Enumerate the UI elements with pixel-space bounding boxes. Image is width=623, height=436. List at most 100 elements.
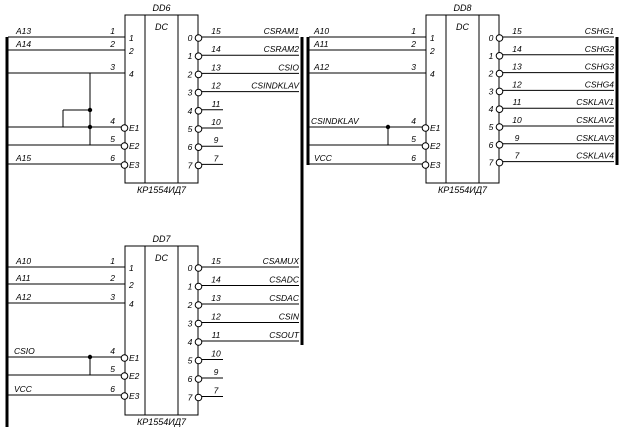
dd7-output-signal: CSOUT <box>269 330 300 340</box>
dd6-output-label: 7 <box>188 160 193 170</box>
inversion-bubble <box>495 87 504 96</box>
dd7-input-pin: 6 <box>110 384 115 394</box>
junction-dot <box>87 107 93 113</box>
dd6-output-pin: 7 <box>214 153 219 163</box>
inversion-bubble <box>194 34 203 42</box>
dd6-input-pin: 3 <box>110 62 115 72</box>
dd7-output-label: 4 <box>188 337 193 347</box>
dd7-output-signal: CSAMUX <box>263 256 300 266</box>
dd8-output-signal: CSHG1 <box>585 26 615 36</box>
dd7-output-label: 5 <box>188 356 193 366</box>
chip-dd8: DD8DCКР1554ИД711A1022A1134A124E1CSINDKLA… <box>309 3 614 195</box>
dd6-output-signal: CSRAM2 <box>264 44 300 54</box>
dd7-input-label: 1 <box>129 263 134 273</box>
dd6-input-pin: 5 <box>110 134 115 144</box>
dd6-input-label: 2 <box>128 46 134 56</box>
inversion-bubble <box>194 338 203 346</box>
dd8-input-label: 1 <box>430 33 435 43</box>
dd7-output-label: 7 <box>188 393 193 403</box>
dd6-input-signal: A13 <box>15 26 31 36</box>
extra-wiring <box>53 72 404 376</box>
chip-dd7: DD7DCКР1554ИД711A1022A1134A124E1CSIO5E26… <box>8 234 300 427</box>
inversion-bubble <box>120 161 129 169</box>
dd8-output-label: 0 <box>489 33 494 43</box>
dd7-output-signal: CSDAC <box>269 293 300 303</box>
dd8-output-signal: CSKLAV4 <box>576 151 614 161</box>
dd7-input-pin: 4 <box>110 346 115 356</box>
dd8-input-pin: 2 <box>410 39 416 49</box>
dd8-output-pin: 15 <box>512 26 522 36</box>
dd6-input-pin: 1 <box>110 26 115 36</box>
dd7-input-pin: 2 <box>109 273 115 283</box>
dd7-input-label: E3 <box>129 391 140 401</box>
dd6-output-pin: 13 <box>211 62 221 72</box>
dd7-output-pin: 15 <box>211 256 221 266</box>
inversion-bubble <box>421 142 430 150</box>
dd7-output-signal: CSIN <box>279 312 300 322</box>
dd7-input-pin: 5 <box>110 364 115 374</box>
inversion-bubble <box>194 88 203 97</box>
dd8-output-pin: 7 <box>515 151 520 161</box>
dd6-output-label: 3 <box>188 88 193 98</box>
dd6-output-label: 5 <box>188 124 193 134</box>
junction-dot <box>385 124 391 130</box>
dd7-output-pin: 12 <box>211 312 221 322</box>
dd8-body <box>425 14 500 184</box>
inversion-bubble <box>495 141 504 149</box>
dd6-output-signal: CSINDKLAV <box>251 81 300 91</box>
dd8-output-label: 2 <box>488 69 494 79</box>
dd6-input-label: 4 <box>129 69 134 79</box>
inversion-bubble <box>194 52 203 61</box>
dd6-output-pin: 12 <box>211 81 221 91</box>
dd6-input-pin: 4 <box>110 116 115 126</box>
dd6-input-label: E1 <box>129 123 140 133</box>
dd6-output-label: 0 <box>188 33 193 43</box>
inversion-bubble <box>194 356 203 365</box>
dd6-output-label: 2 <box>187 69 193 79</box>
dd6-output-pin: 10 <box>211 117 221 127</box>
dd7-body <box>124 245 199 416</box>
dd7-output-pin: 7 <box>214 386 219 396</box>
dd7-output-signal: CSADC <box>269 275 300 285</box>
inversion-bubble <box>194 264 203 272</box>
dd8-title: DD8 <box>453 3 471 13</box>
dd6-output-pin: 11 <box>212 99 221 109</box>
dd7-input-label: 4 <box>129 299 134 309</box>
dd8-output-signal: CSHG4 <box>585 79 615 89</box>
dd7-part-number: КР1554ИД7 <box>137 417 187 427</box>
dd8-output-label: 4 <box>489 104 494 114</box>
dd8-input-label: E1 <box>430 123 441 133</box>
dd7-input-pin: 3 <box>110 292 115 302</box>
dd6-output-pin: 9 <box>214 135 219 145</box>
dd7-input-signal: VCC <box>14 384 33 394</box>
dd6-input-signal: A14 <box>15 39 31 49</box>
dd8-input-label: 2 <box>429 46 435 56</box>
dd6-output-signal: CSRAM1 <box>264 26 300 36</box>
dd8-output-signal: CSHG3 <box>585 62 615 72</box>
dd8-part-number: КР1554ИД7 <box>438 185 488 195</box>
dd6-output-signal: CSIO <box>278 62 299 72</box>
dd6-title: DD6 <box>152 3 170 13</box>
dd8-input-label: E3 <box>430 160 441 170</box>
dd7-output-pin: 11 <box>212 330 221 340</box>
inversion-bubble <box>194 70 203 79</box>
dd8-input-signal: A11 <box>313 39 329 49</box>
dd8-output-pin: 9 <box>515 133 520 143</box>
dd6-body <box>124 14 199 184</box>
dd8-input-label: E2 <box>430 141 441 151</box>
dd7-output-pin: 14 <box>211 275 221 285</box>
bus-lines <box>5 37 619 427</box>
inversion-bubble <box>495 52 504 60</box>
inversion-bubble <box>495 105 504 113</box>
inversion-bubble <box>194 125 203 133</box>
dd6-input-pin: 6 <box>110 153 115 163</box>
dd7-input-signal: A11 <box>15 273 31 283</box>
dd8-output-signal: CSKLAV2 <box>576 115 614 125</box>
dd8-output-label: 7 <box>489 158 494 168</box>
junction-dot <box>87 354 93 360</box>
chip-dd6: DD6DCКР1554ИД711A1322A14344E15E26E3A1501… <box>8 3 300 195</box>
dd7-output-label: 0 <box>188 263 193 273</box>
inversion-bubble <box>120 372 129 380</box>
dd8-output-label: 5 <box>489 122 494 132</box>
dd8-output-pin: 10 <box>512 115 522 125</box>
